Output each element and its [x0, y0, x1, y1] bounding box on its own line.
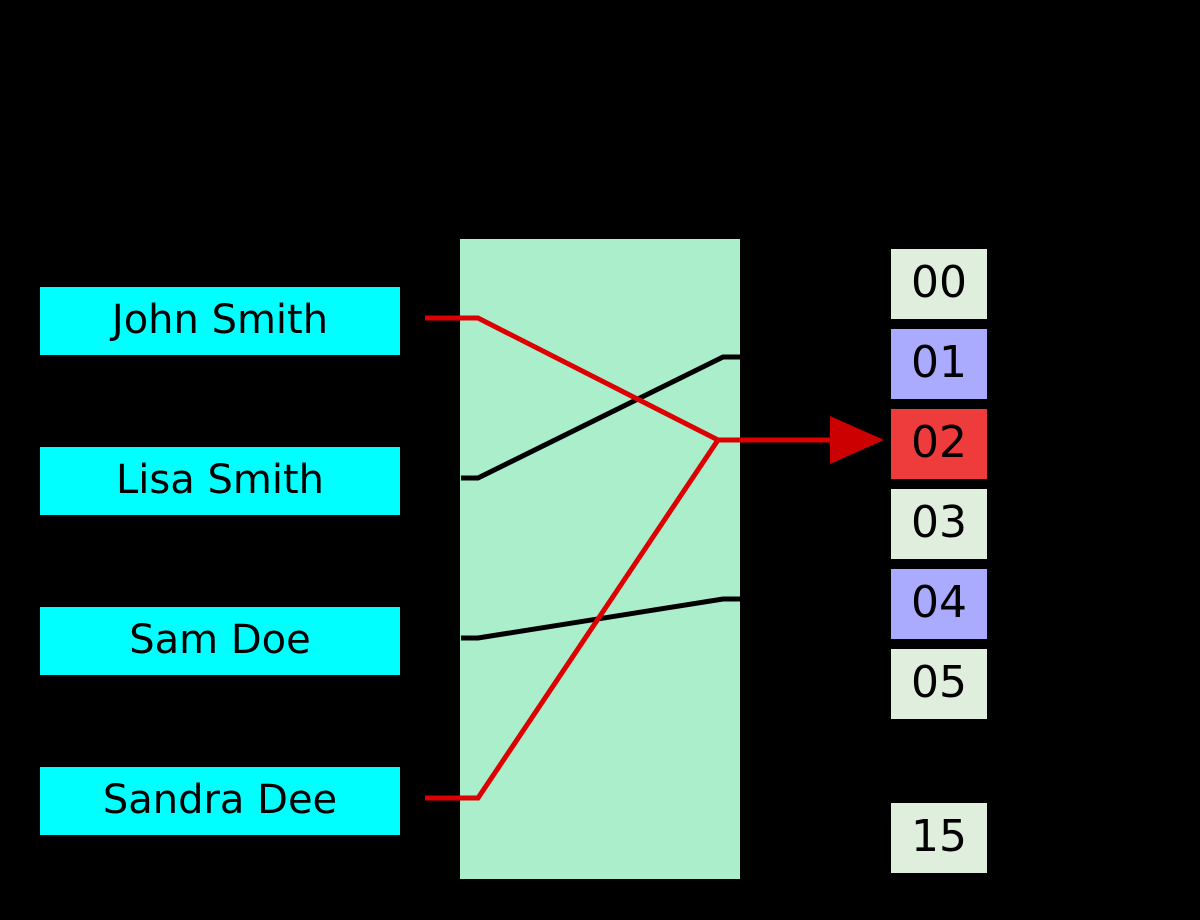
key-box-john-smith[interactable]: John Smith	[40, 287, 400, 355]
bucket-rect	[891, 329, 987, 399]
bucket-rect	[891, 489, 987, 559]
bucket-cell-15[interactable]: 15	[891, 803, 987, 873]
key-box-label: Sandra Dee	[103, 777, 337, 823]
bucket-label: 03	[911, 497, 967, 548]
hash-function-box	[460, 239, 740, 879]
link-sandra-dee-to-02	[425, 438, 721, 801]
bucket-label: 01	[911, 337, 967, 388]
link-group-collision	[425, 315, 884, 801]
bucket-label: 00	[911, 257, 967, 308]
bucket-group: 00 01 02 03 04 05	[891, 249, 987, 873]
key-box-sandra-dee[interactable]: Sandra Dee	[40, 767, 400, 835]
bucket-cell-03[interactable]: 03	[891, 489, 987, 559]
bucket-cell-01[interactable]: 01	[891, 329, 987, 399]
bucket-rect	[891, 649, 987, 719]
bucket-rect	[891, 409, 987, 479]
key-box-rect	[40, 767, 400, 835]
key-box-group: John Smith Lisa Smith Sam Doe Sandra Dee	[40, 287, 400, 835]
bucket-rect	[891, 249, 987, 319]
bucket-cell-04[interactable]: 04	[891, 569, 987, 639]
hash-function-rect	[460, 239, 740, 879]
bucket-label: 02	[911, 417, 967, 468]
bucket-cell-02[interactable]: 02	[891, 409, 987, 479]
key-box-sam-doe[interactable]: Sam Doe	[40, 607, 400, 675]
bucket-rect	[891, 569, 987, 639]
key-box-label: John Smith	[109, 297, 328, 343]
key-box-label: Lisa Smith	[116, 457, 324, 503]
bucket-label: 04	[911, 577, 967, 628]
link-lisa-smith-to-01	[461, 354, 740, 481]
key-box-rect	[40, 447, 400, 515]
bucket-rect	[891, 803, 987, 873]
bucket-label: 05	[911, 657, 967, 708]
key-box-label: Sam Doe	[129, 617, 310, 663]
link-john-smith-to-02	[425, 315, 846, 443]
bucket-label: 15	[911, 811, 967, 862]
key-box-rect	[40, 607, 400, 675]
bucket-cell-05[interactable]: 05	[891, 649, 987, 719]
key-box-rect	[40, 287, 400, 355]
key-box-lisa-smith[interactable]: Lisa Smith	[40, 447, 400, 515]
bucket-cell-00[interactable]: 00	[891, 249, 987, 319]
collision-arrow-head	[830, 416, 884, 464]
